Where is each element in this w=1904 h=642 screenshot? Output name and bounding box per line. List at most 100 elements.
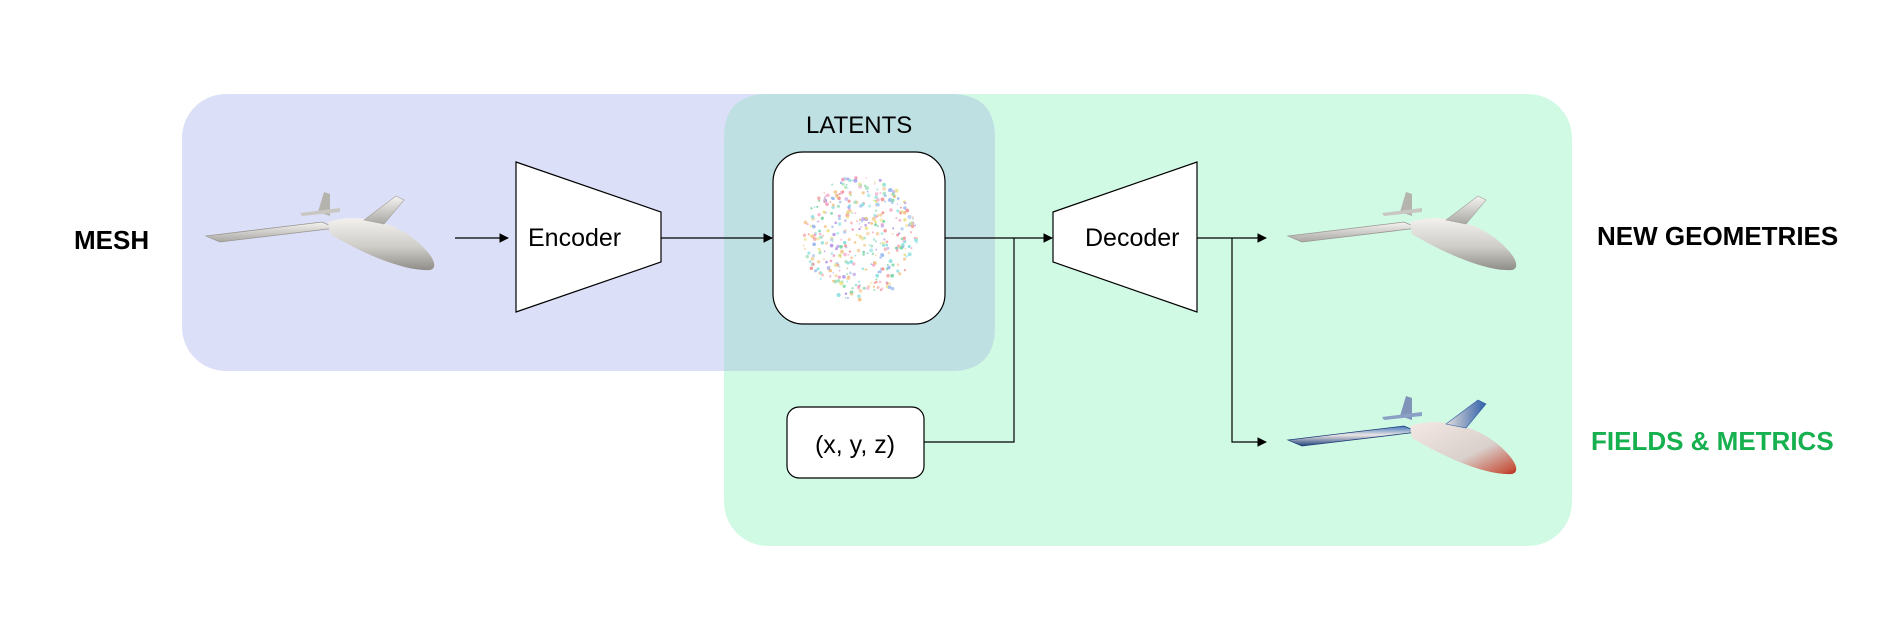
latent-point	[866, 252, 869, 255]
latent-point	[825, 202, 829, 207]
latent-point	[905, 208, 910, 213]
latent-point	[832, 240, 834, 243]
latent-point	[853, 200, 857, 205]
latent-point	[817, 247, 821, 251]
latent-point	[844, 296, 847, 299]
latent-point	[907, 244, 911, 249]
latent-point	[891, 201, 894, 204]
latent-point	[910, 231, 913, 234]
latent-point	[858, 218, 862, 221]
latent-point	[882, 187, 886, 191]
latent-point	[829, 275, 832, 278]
latent-point	[898, 245, 901, 248]
latent-point	[873, 199, 875, 202]
latent-point	[827, 267, 830, 271]
latent-point	[871, 231, 874, 234]
latent-point	[860, 225, 863, 228]
latent-point	[881, 267, 885, 271]
latent-point	[885, 243, 889, 247]
arrow-decoder-to-fields	[1231, 238, 1267, 447]
latent-point	[898, 232, 901, 235]
latent-point	[844, 292, 848, 296]
latent-point	[846, 210, 850, 214]
latent-point	[854, 179, 858, 183]
latent-point	[857, 294, 861, 299]
latent-point	[838, 269, 841, 272]
latent-point	[810, 256, 815, 261]
latent-point	[902, 211, 907, 215]
latent-point	[833, 190, 838, 194]
latent-point	[915, 241, 918, 244]
latent-point	[865, 286, 870, 290]
latent-point	[831, 205, 835, 209]
latent-point	[822, 210, 826, 214]
latent-point	[836, 231, 840, 235]
latent-point	[823, 199, 826, 201]
latent-point	[847, 199, 851, 203]
latent-point	[873, 289, 876, 291]
latent-point	[864, 223, 867, 227]
latent-point	[911, 216, 914, 218]
latent-point	[865, 186, 869, 191]
latent-point	[839, 181, 843, 184]
latent-point	[818, 251, 822, 255]
latent-point	[844, 187, 846, 190]
latent-point	[854, 254, 857, 257]
latent-point	[881, 211, 885, 215]
latent-point	[806, 223, 809, 226]
latent-point	[905, 255, 908, 258]
latent-point	[857, 286, 860, 290]
latent-point	[885, 240, 889, 244]
latent-point	[866, 231, 870, 236]
latent-point	[873, 183, 876, 185]
latent-point	[830, 196, 834, 200]
latent-point	[809, 234, 812, 237]
latent-point	[891, 198, 895, 202]
latent-point	[915, 236, 918, 240]
latent-point	[896, 233, 899, 237]
latent-point	[856, 220, 859, 223]
latent-point	[818, 230, 821, 233]
latent-point	[885, 281, 889, 285]
latent-point	[858, 222, 861, 225]
latent-point	[903, 201, 907, 205]
latent-point	[879, 191, 882, 195]
latent-point	[851, 228, 854, 231]
latent-point	[871, 216, 876, 221]
latent-point	[852, 272, 856, 277]
latent-point	[889, 188, 892, 191]
latent-point	[831, 183, 834, 186]
latent-point	[894, 188, 899, 193]
latent-point	[894, 246, 898, 250]
latent-point	[905, 224, 909, 228]
latent-point	[811, 224, 815, 228]
latent-point	[868, 204, 872, 208]
latent-point	[862, 253, 865, 256]
latent-point	[899, 206, 902, 209]
latent-point	[830, 237, 834, 242]
latent-point	[832, 279, 835, 283]
latent-point	[839, 245, 843, 249]
latent-point	[866, 193, 871, 198]
latent-point	[836, 293, 841, 297]
new-geometries-label: NEW GEOMETRIES	[1597, 221, 1838, 251]
latent-point	[910, 224, 915, 229]
latent-point	[831, 203, 835, 207]
latent-point	[898, 218, 902, 222]
encoder-label: Encoder	[528, 224, 621, 252]
latent-point	[829, 243, 834, 248]
latent-point	[816, 237, 820, 241]
latent-point	[826, 193, 830, 197]
latent-point	[875, 278, 878, 281]
latent-point	[878, 178, 882, 182]
latent-point	[858, 227, 861, 231]
latent-point	[869, 248, 874, 253]
latent-point	[868, 244, 871, 246]
latent-point	[873, 181, 876, 184]
latent-point	[896, 269, 900, 273]
latent-point	[823, 192, 826, 194]
latent-point	[837, 214, 841, 218]
latent-point	[848, 250, 852, 253]
latent-point	[805, 254, 809, 259]
